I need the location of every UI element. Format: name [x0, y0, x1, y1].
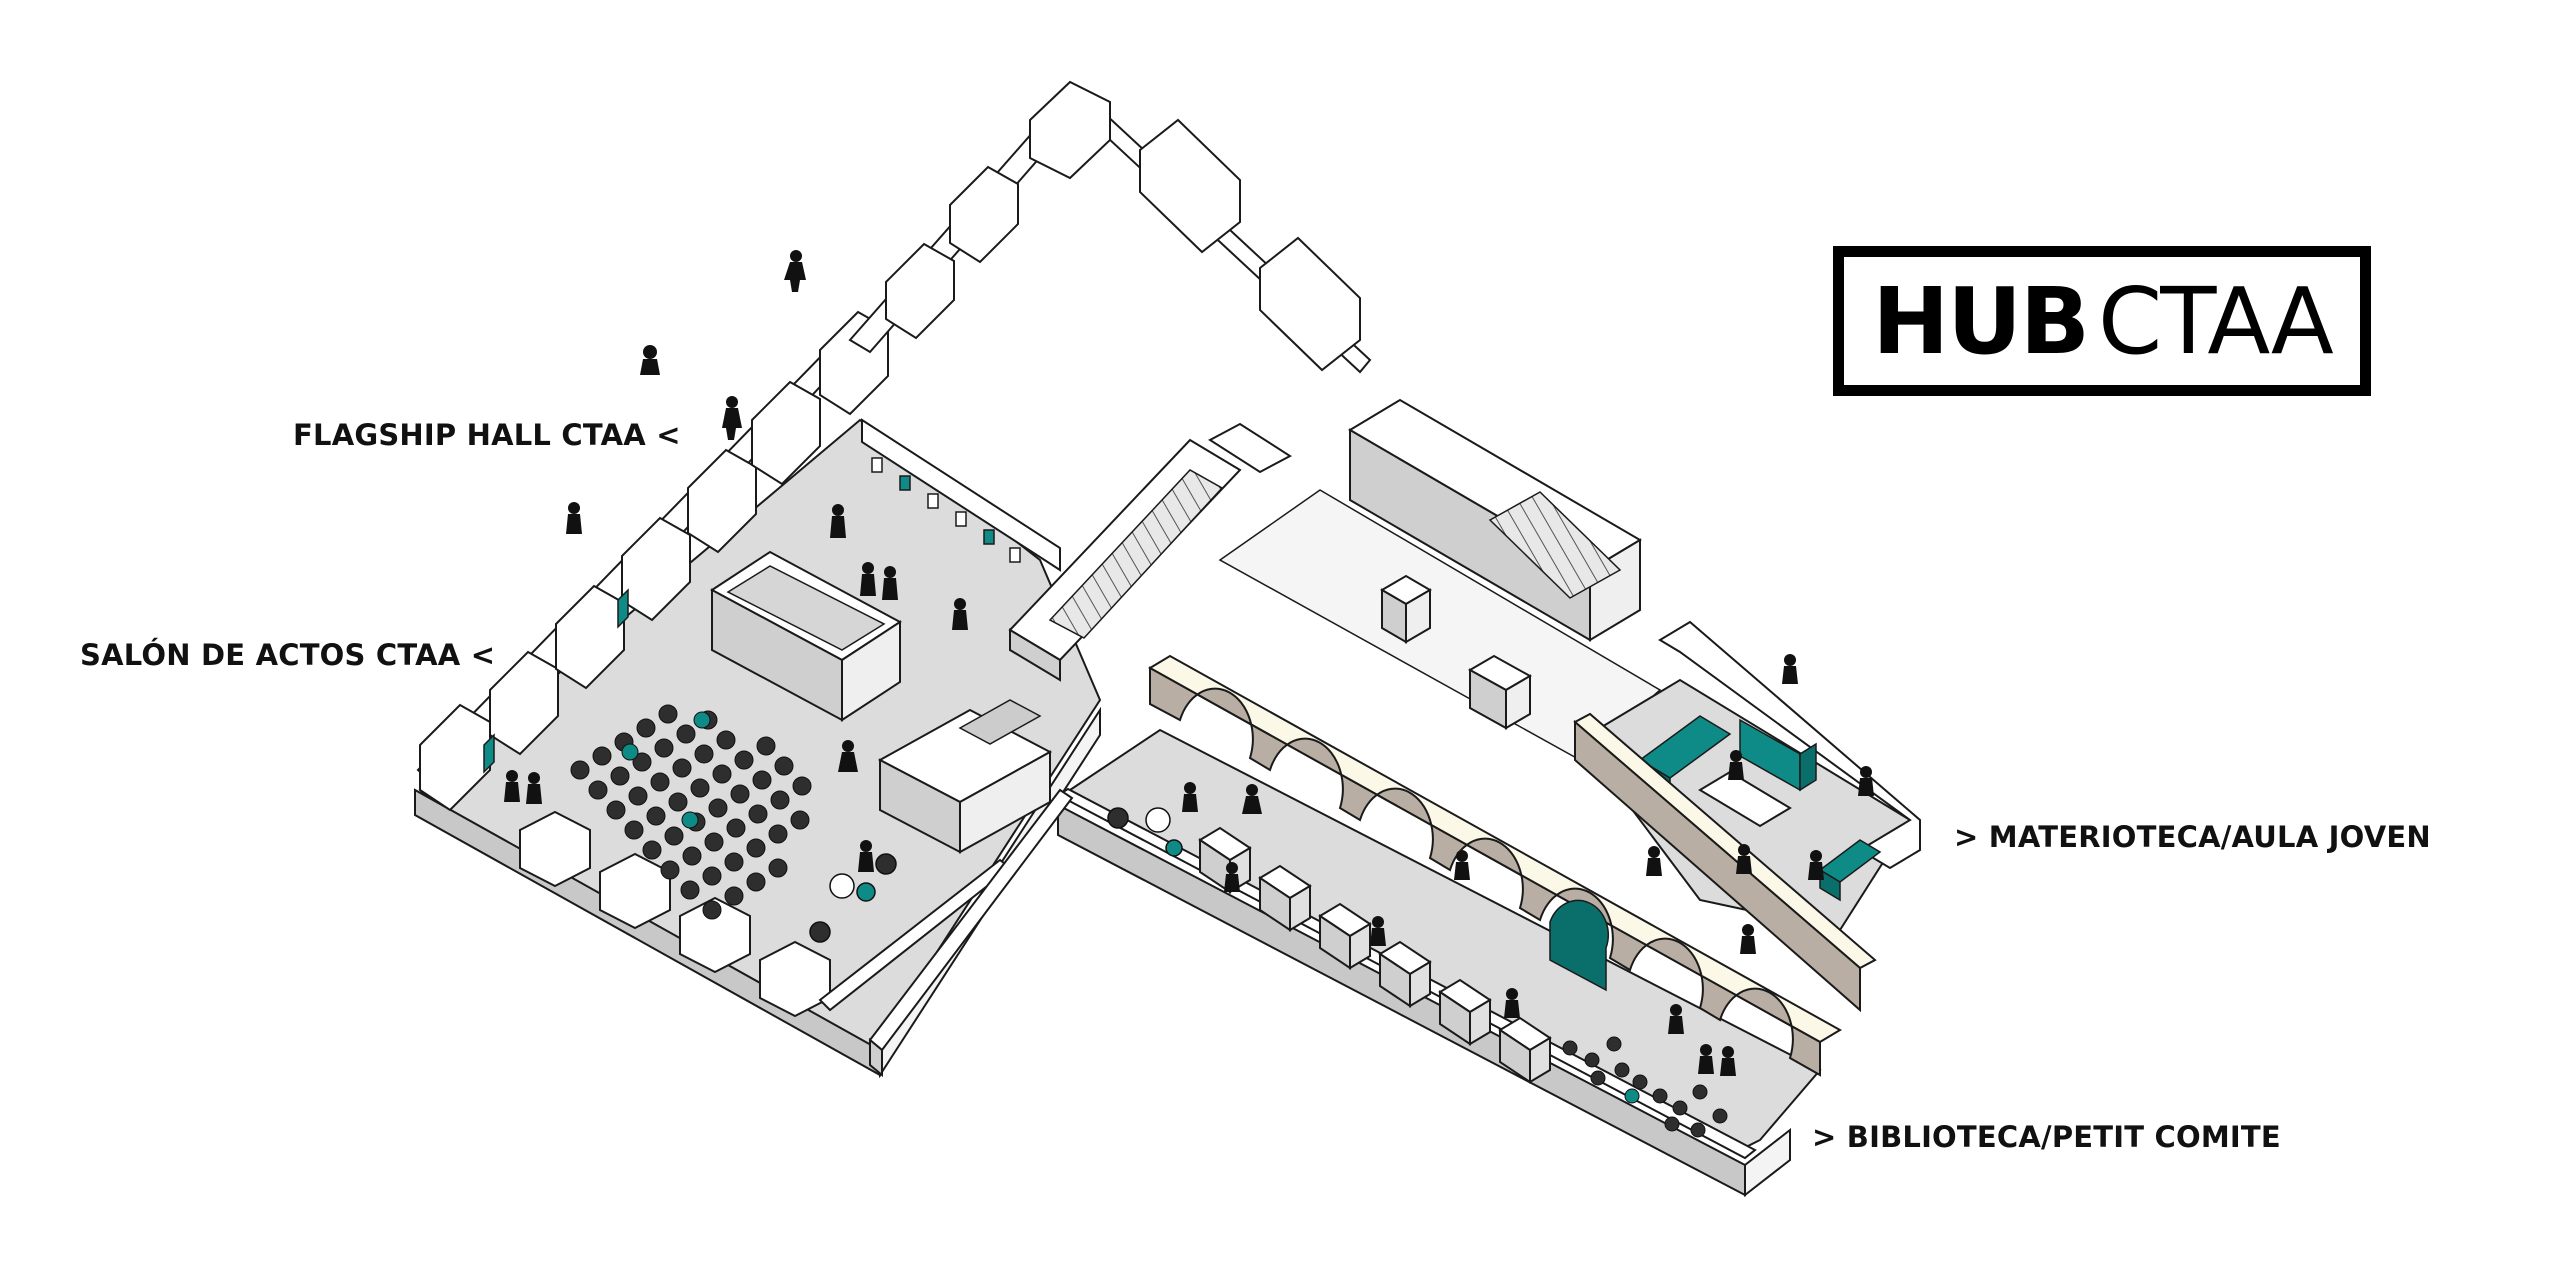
carrel-1 — [1198, 826, 1252, 894]
chair-row-6 — [660, 776, 812, 880]
stair-core-inner — [1048, 469, 1224, 639]
logo-bold-text: HUB — [1872, 267, 2090, 375]
carrel-6 — [1498, 1016, 1552, 1084]
chair-row-8 — [702, 858, 788, 920]
human-figures — [504, 250, 1874, 1076]
figure-outside-1 — [1782, 654, 1798, 684]
chair-row-7 — [680, 810, 810, 900]
entrance-tables — [1107, 807, 1183, 857]
figure-walker-2 — [640, 345, 660, 375]
figure-standing-7 — [526, 772, 542, 804]
figure-standing-17 — [1720, 1046, 1736, 1076]
north-room-floor — [1218, 489, 1662, 761]
logo-light-text: CTAA — [2098, 267, 2334, 375]
figure-standing-16 — [1698, 1044, 1714, 1074]
carrel-2 — [1258, 864, 1312, 932]
figure-standing-18 — [1646, 846, 1662, 876]
north-wing — [848, 80, 1662, 761]
figure-walker-1 — [784, 250, 806, 292]
figure-standing-22 — [1728, 750, 1744, 780]
materioteca-table — [1698, 770, 1792, 828]
library-teal-seat — [1624, 1088, 1640, 1104]
central-stair-core — [1008, 422, 1292, 682]
figure-standing-15 — [1668, 1004, 1684, 1034]
biblioteca-wing — [868, 654, 1877, 1198]
west-door-teal-1 — [483, 733, 495, 774]
west-door-teal-2 — [617, 588, 629, 629]
northwest-piers — [419, 310, 889, 812]
arch-wall-face — [1149, 666, 1821, 1077]
flagship-hall-label: FLAGSHIP HALL CTAA < — [293, 418, 681, 452]
figure-standing-10 — [1242, 784, 1262, 814]
chair-row-1 — [570, 704, 678, 780]
partition-windows — [871, 457, 1021, 563]
east-stair — [1488, 491, 1622, 599]
figure-standing-13 — [1454, 850, 1470, 880]
hub-ctaa-logo: HUB CTAA — [1833, 246, 2371, 396]
figure-standing-14 — [1504, 988, 1520, 1018]
figure-standing-20 — [1808, 850, 1824, 880]
chair-row-3 — [606, 730, 736, 820]
figure-standing-19 — [1736, 844, 1752, 874]
auditorium-teal-seats — [621, 711, 711, 829]
salon-de-actos-label: SALÓN DE ACTOS CTAA < — [80, 638, 496, 672]
figure-standing-5 — [838, 740, 858, 772]
figure-walker-4 — [566, 502, 582, 534]
materioteca-label: > MATERIOTECA/AULA JOVEN — [1954, 820, 2431, 854]
elevator-box — [1208, 422, 1292, 474]
materioteca-wing — [1578, 620, 1921, 932]
flagship-box-right — [841, 620, 901, 722]
biblioteca-label: > BIBLIOTECA/PETIT COMITE — [1812, 1120, 2281, 1154]
figure-standing-1 — [830, 504, 846, 538]
flagship-partition — [861, 418, 1061, 572]
flagship-box-inner — [726, 565, 886, 651]
stair-core-front — [1009, 628, 1061, 682]
figure-standing-8 — [858, 840, 874, 872]
figure-standing-4 — [952, 598, 968, 630]
library-carrels — [1198, 826, 1552, 1084]
arch-wall-teal-door — [1549, 899, 1609, 992]
figure-standing-21 — [1740, 924, 1756, 954]
carrel-5 — [1438, 978, 1492, 1046]
library-chairs — [1562, 1036, 1728, 1138]
figure-standing-11 — [1224, 862, 1240, 892]
figure-standing-6 — [504, 770, 520, 802]
lounge-tables — [809, 853, 897, 943]
diagonal-arch-face — [1574, 719, 1861, 1013]
north-piers — [885, 80, 1361, 372]
carrel-4 — [1378, 940, 1432, 1008]
figure-standing-9 — [1182, 782, 1198, 812]
carrel-3 — [1318, 902, 1372, 970]
southwest-piers — [519, 810, 831, 1018]
figure-standing-12 — [1370, 916, 1386, 946]
chair-row-5 — [642, 756, 794, 860]
link-corridor-face — [869, 1037, 883, 1078]
biblioteca-slab-side — [1744, 1127, 1791, 1198]
figure-standing-3 — [882, 566, 898, 600]
chair-row-4 — [624, 736, 776, 840]
north-room-cubes — [1380, 574, 1533, 730]
figure-outside-2 — [1858, 766, 1874, 796]
core-box-inner — [958, 699, 1042, 745]
materioteca-outer-wall — [1658, 620, 1921, 870]
figure-standing-2 — [860, 562, 876, 596]
figure-walker-3 — [722, 396, 742, 440]
